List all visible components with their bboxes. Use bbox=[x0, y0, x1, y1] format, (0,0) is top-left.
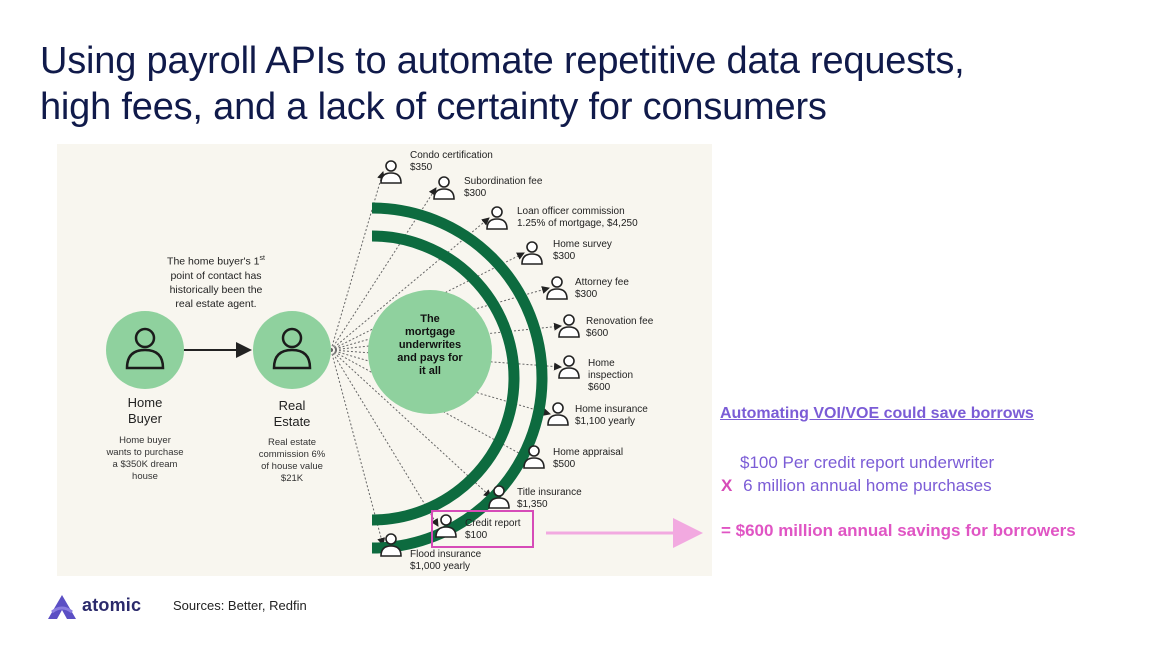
fee-amount: $1,350 bbox=[517, 499, 548, 510]
person-icon bbox=[558, 355, 580, 379]
fee-name-line-2: inspection bbox=[588, 370, 634, 381]
savings-line-1: $100 Per credit report underwriter bbox=[740, 453, 995, 472]
savings-result: = $600 million annual savings for borrow… bbox=[721, 521, 1076, 540]
fee-name: Home bbox=[588, 358, 615, 369]
real-estate-title-2: Estate bbox=[273, 414, 311, 429]
person-icon bbox=[523, 445, 545, 469]
fee-name: Subordination fee bbox=[464, 176, 543, 187]
connector-line bbox=[330, 349, 527, 458]
person-icon bbox=[433, 176, 455, 200]
atomic-logo-icon bbox=[48, 595, 76, 619]
fee-amount: $100 bbox=[465, 530, 488, 541]
fee-amount: $350 bbox=[410, 162, 433, 173]
connector-line bbox=[330, 171, 385, 351]
connector-line bbox=[330, 349, 562, 371]
real-estate-desc-2: commission 6% bbox=[258, 449, 326, 460]
fee-name: Home survey bbox=[553, 239, 612, 250]
fee-name: Credit report bbox=[465, 518, 521, 529]
person-icon bbox=[380, 533, 402, 557]
note-line-4: real estate agent. bbox=[175, 297, 257, 310]
home-buyer-desc-4: house bbox=[132, 471, 158, 482]
real-estate-desc-4: $21K bbox=[280, 473, 304, 484]
mortgage-line-3: underwrites bbox=[398, 339, 462, 351]
sources-text: Sources: Better, Redfin bbox=[173, 598, 307, 613]
person-icon bbox=[435, 514, 457, 538]
real-estate-desc: Real estate commission 6% of house value… bbox=[242, 437, 342, 485]
mortgage-line-2: mortgage bbox=[404, 326, 456, 338]
savings-line-2: X 6 million annual home purchases bbox=[721, 476, 992, 496]
home-buyer-title-2: Buyer bbox=[128, 411, 162, 426]
fee-name: Home appraisal bbox=[553, 447, 624, 458]
page-title: Using payroll APIs to automate repetitiv… bbox=[40, 38, 1130, 130]
title-line-1: Using payroll APIs to automate repetitiv… bbox=[40, 40, 965, 82]
connector-line bbox=[330, 349, 386, 546]
fee-amount: $600 bbox=[588, 382, 611, 393]
fee-amount: $300 bbox=[464, 188, 487, 199]
connector-line bbox=[330, 349, 492, 498]
home-buyer-desc-3: a $350K dream bbox=[112, 459, 178, 470]
real-estate-title-1: Real bbox=[278, 398, 306, 413]
person-icon bbox=[546, 276, 568, 300]
mortgage-circle bbox=[368, 290, 492, 414]
fee-name: Attorney fee bbox=[575, 277, 629, 288]
note-line-2: point of contact has bbox=[170, 269, 262, 282]
inner-arc bbox=[371, 230, 520, 526]
fee-name: Loan officer commission bbox=[517, 206, 625, 217]
fee-amount: $300 bbox=[575, 289, 598, 300]
fee-amount: $1,000 yearly bbox=[410, 561, 471, 572]
note-line-3: historically been the bbox=[169, 283, 263, 296]
savings-heading: Automating VOI/VOE could save borrows bbox=[720, 405, 1034, 422]
fee-name: Condo certification bbox=[410, 150, 493, 161]
fee-amount: $1,100 yearly bbox=[575, 416, 636, 427]
fee-amount: 1.25% of mortgage, $4,250 bbox=[517, 218, 638, 229]
fee-name: Flood insurance bbox=[410, 549, 482, 560]
savings-line-2-text: 6 million annual home purchases bbox=[743, 476, 992, 495]
fee-name: Title insurance bbox=[517, 487, 582, 498]
mortgage-line-5: it all bbox=[418, 365, 441, 377]
credit-report-highlight bbox=[431, 510, 534, 548]
home-buyer-desc: Home buyer wants to purchase a $350K dre… bbox=[95, 435, 195, 483]
real-estate-desc-3: of house value bbox=[261, 461, 323, 472]
agent-note: The home buyer's 1st point of contact ha… bbox=[152, 252, 280, 311]
person-icon bbox=[547, 402, 569, 426]
real-estate-title: Real Estate bbox=[252, 398, 332, 430]
person-icon bbox=[380, 160, 402, 184]
title-line-2: high fees, and a lack of certainty for c… bbox=[40, 86, 827, 128]
person-icon bbox=[486, 206, 508, 230]
note-line-1: The home buyer's 1 bbox=[167, 255, 260, 268]
fee-name: Renovation fee bbox=[586, 316, 654, 327]
home-buyer-desc-1: Home buyer bbox=[119, 435, 171, 446]
person-icon bbox=[521, 241, 543, 265]
home-buyer-title-1: Home bbox=[127, 395, 163, 410]
person-icon bbox=[488, 485, 510, 509]
connector-line bbox=[330, 322, 562, 351]
mortgage-label: The mortgage underwrites and pays for it… bbox=[375, 313, 485, 378]
real-estate-desc-1: Real estate bbox=[267, 437, 317, 448]
person-icon bbox=[558, 314, 580, 338]
real-estate-person-icon bbox=[272, 327, 312, 370]
note-sup: st bbox=[259, 255, 265, 262]
fee-amount: $600 bbox=[586, 328, 609, 339]
fee-amount: $300 bbox=[553, 251, 576, 262]
fee-name: Home insurance bbox=[575, 404, 648, 415]
multiply-symbol: X bbox=[721, 476, 733, 495]
brand-name: atomic bbox=[82, 595, 142, 615]
home-buyer-person-icon bbox=[125, 327, 165, 370]
home-buyer-desc-2: wants to purchase bbox=[106, 447, 184, 458]
home-buyer-title: Home Buyer bbox=[105, 395, 185, 427]
fee-amount: $500 bbox=[553, 459, 576, 470]
mortgage-line-1: The bbox=[420, 313, 440, 325]
fee-person-icons bbox=[380, 160, 580, 557]
mortgage-line-4: and pays for bbox=[397, 352, 463, 364]
